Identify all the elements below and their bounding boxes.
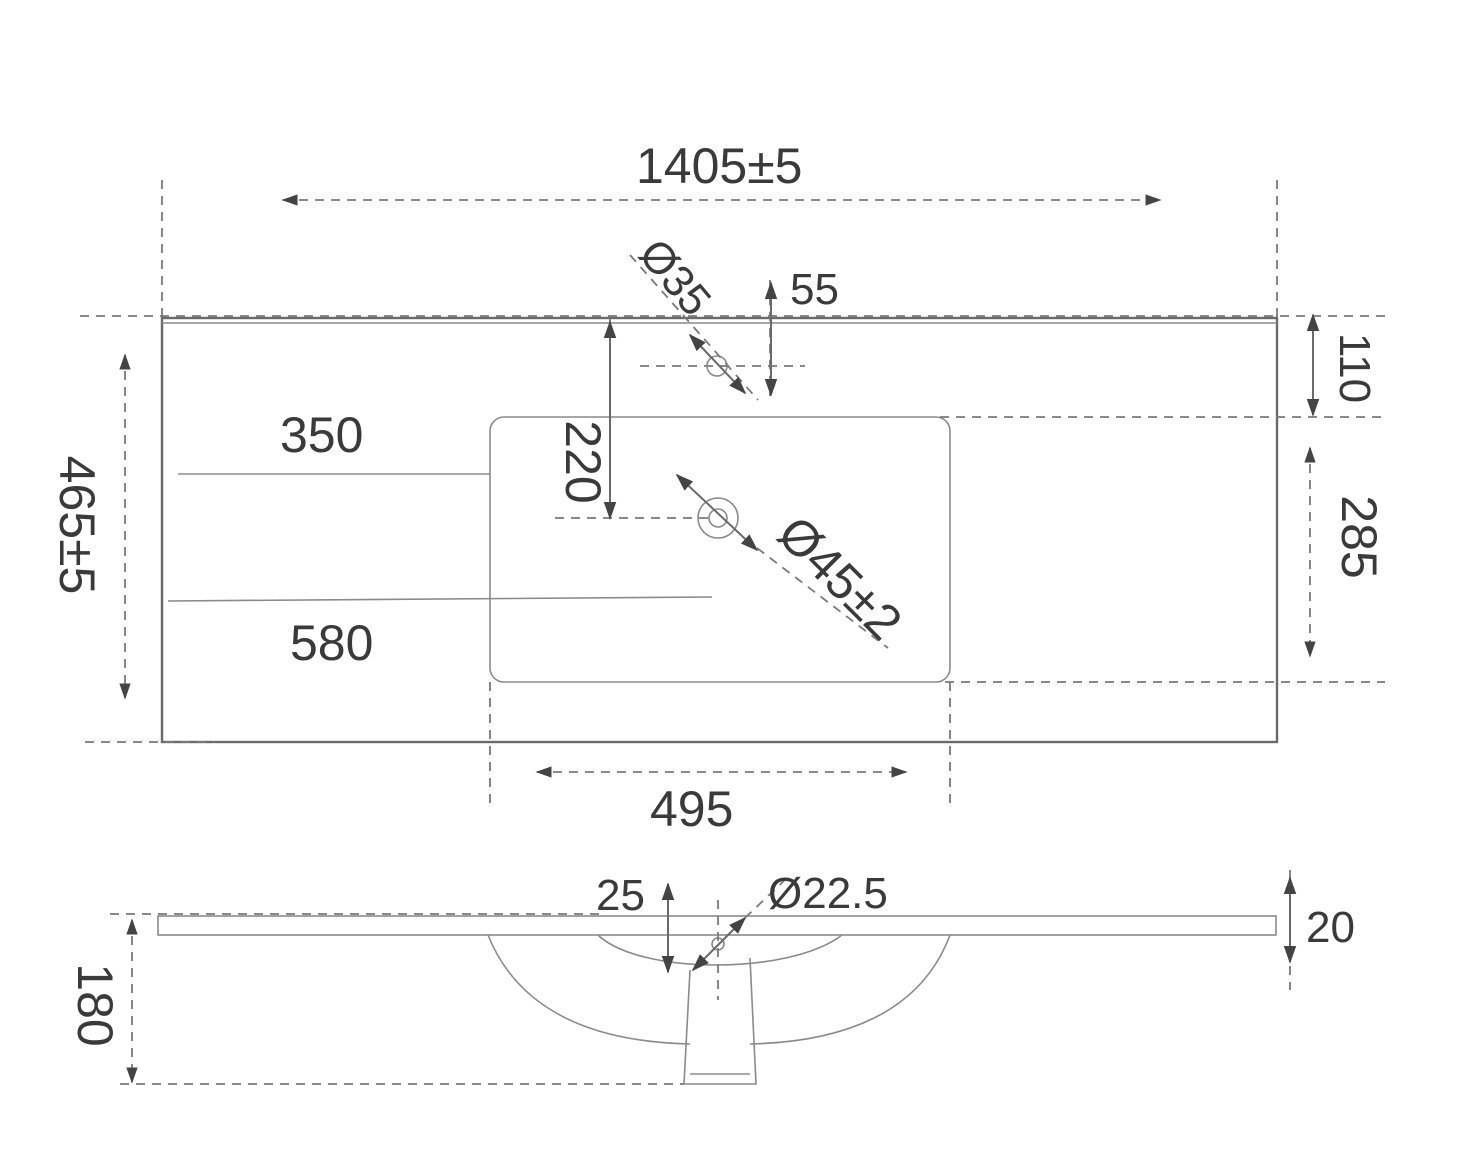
label-overflow-offset: 25 bbox=[596, 871, 645, 920]
label-drain: Ø45±2 bbox=[767, 505, 912, 650]
label-total-height: 180 bbox=[67, 963, 123, 1046]
label-back-to-basin: 110 bbox=[1330, 333, 1379, 403]
waste-pipe bbox=[683, 957, 757, 1085]
label-overflow-hole: Ø22.5 bbox=[768, 869, 888, 918]
bowl-right-curve bbox=[749, 934, 951, 1045]
side-view: 25 Ø22.5 20 180 bbox=[67, 869, 1355, 1085]
tap-hole-dim-arrow bbox=[688, 333, 747, 395]
label-basin-depth: 285 bbox=[1331, 495, 1387, 578]
label-overall-depth: 465±5 bbox=[49, 456, 105, 595]
label-slab-thickness: 20 bbox=[1306, 903, 1355, 952]
drain-leader bbox=[756, 547, 889, 649]
overflow-hole-leader bbox=[744, 874, 791, 919]
label-overall-width: 1405±5 bbox=[636, 138, 802, 194]
label-tap-to-drain: 220 bbox=[555, 420, 611, 503]
label-tap-hole: Ø35 bbox=[629, 230, 720, 325]
top-view: 1405±5 465±5 Ø35 55 110 285 220 350 580 … bbox=[49, 138, 1387, 837]
label-left-to-drain: 580 bbox=[290, 615, 373, 671]
dim-overflow-hole bbox=[691, 916, 747, 972]
leader-580 bbox=[167, 596, 713, 602]
label-basin-width: 495 bbox=[650, 781, 733, 837]
countertop-outline bbox=[160, 316, 1279, 744]
bowl-left-curve bbox=[487, 934, 691, 1045]
label-left-to-basin: 350 bbox=[280, 407, 363, 463]
slab-outline bbox=[157, 915, 1277, 936]
basin-outline bbox=[489, 416, 951, 683]
label-tap-offset: 55 bbox=[790, 265, 839, 314]
drain-dim-arrow bbox=[675, 473, 759, 552]
